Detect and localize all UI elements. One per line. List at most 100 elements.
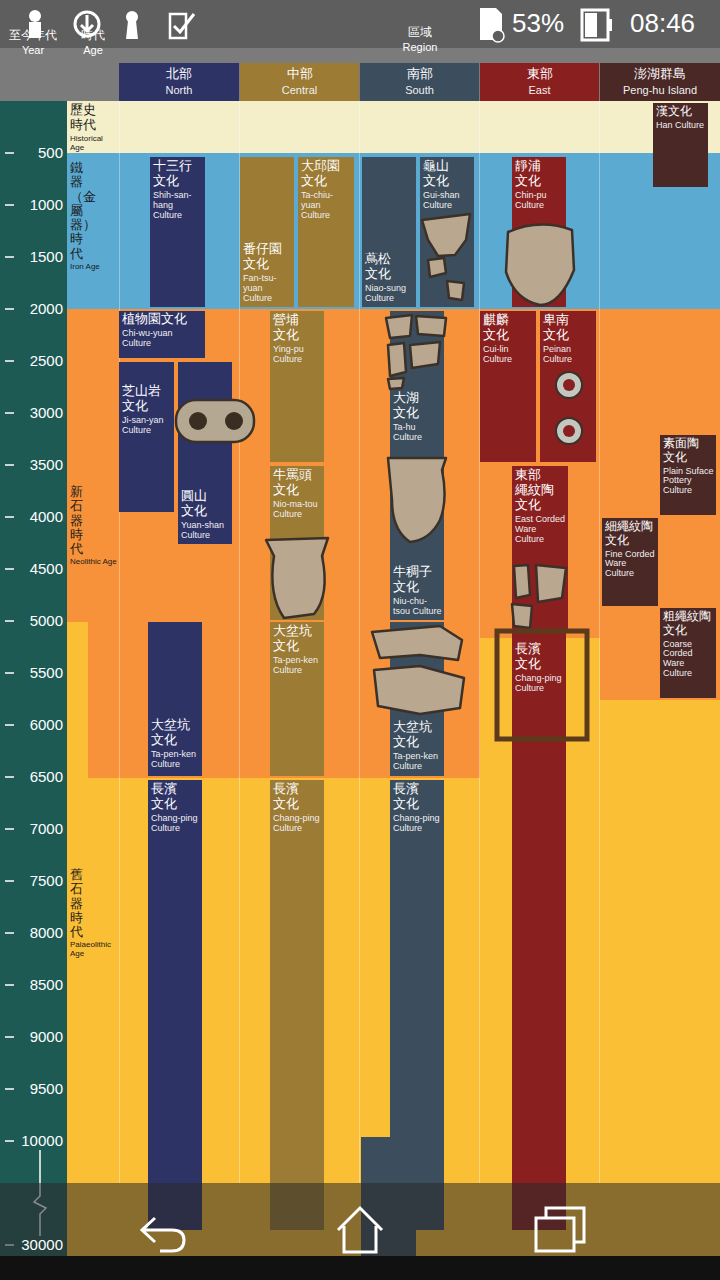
column-separator	[119, 101, 120, 1183]
culture-name-en: Plain Suface Pottery Culture	[663, 467, 714, 497]
culture-bar: 大邱園 文化Ta-chiu-yuan Culture	[298, 157, 354, 307]
historical-band	[67, 101, 720, 153]
status-icons	[582, 10, 608, 40]
culture-name-en: Iron Age	[70, 263, 100, 272]
jade-ornament	[225, 412, 243, 430]
culture-name-en: Peinan Culture	[543, 345, 594, 365]
culture-name-zh: 東部	[527, 67, 553, 82]
navigation-bar-base	[0, 1256, 720, 1280]
culture-name-zh: 南部	[407, 67, 433, 82]
culture-name-zh: 歷史 時代	[70, 103, 98, 133]
culture-name-en: Ta-pen-ken Culture	[273, 656, 322, 676]
culture-bar: 粗繩紋陶 文化Coarse Corded Ware Culture	[660, 608, 716, 698]
pottery-fragment	[536, 565, 566, 602]
status-icons	[492, 30, 504, 42]
culture-bar: 十三行 文化Shih-san-hang Culture	[150, 157, 205, 307]
culture-bar: 麒麟 文化Cui-lin Culture	[480, 311, 536, 462]
culture-bar: 龜山 文化Gui-shan Culture	[420, 157, 474, 307]
pottery-fragment	[388, 458, 446, 542]
neolithic-band	[600, 309, 720, 700]
culture-name-zh: 圓山 文化	[181, 489, 230, 519]
culture-name-zh: 十三行 文化	[153, 159, 203, 189]
culture-bar: 漢文化Han Culture	[653, 103, 708, 187]
jade-ornament	[176, 400, 254, 442]
culture-name-zh: 新石器時代	[70, 485, 83, 556]
culture-name-en: Central	[282, 84, 317, 96]
region-header: 澎湖群島 Peng-hu Island	[600, 63, 720, 101]
pottery-fragment	[410, 342, 440, 368]
culture-name-en: Niao-sung Culture	[365, 284, 414, 304]
culture-name-zh: 澎湖群島	[634, 67, 686, 82]
neolithic-band	[67, 309, 88, 622]
header-label: Age	[83, 44, 103, 56]
culture-name-en: Palaeolithic Age	[70, 941, 117, 959]
status-icons	[126, 11, 138, 23]
status-icons	[585, 13, 597, 37]
culture-name-zh: 大湖 文化	[393, 391, 442, 421]
year-axis	[0, 101, 67, 1256]
region-header: 南部 South	[360, 63, 479, 101]
culture-name-zh: 北部	[166, 67, 192, 82]
axis-tick-label: 30000	[21, 1236, 63, 1253]
culture-name-zh: 卑南 文化	[543, 313, 594, 343]
culture-name-en: Niu-chu-tsou Culture	[393, 597, 442, 617]
culture-name-zh: 粗繩紋陶 文化	[663, 610, 714, 638]
culture-name-zh: 細繩紋陶 文化	[605, 520, 656, 548]
neolithic-band	[67, 309, 720, 778]
culture-bar: 芝山岩 文化Ji-san-yan Culture	[119, 362, 174, 512]
culture-name-en: Cui-lin Culture	[483, 345, 534, 365]
navigation-icons	[546, 1208, 584, 1242]
axis-tick-label: 1500	[30, 248, 63, 265]
column-separator	[479, 101, 480, 1183]
culture-name-en: East Corded Ware Culture	[515, 515, 566, 545]
navigation-icons	[338, 1208, 382, 1252]
culture-name-en: Chang-ping Culture	[151, 814, 200, 834]
culture-name-en: Yuan-shan Culture	[181, 521, 230, 541]
culture-name-en: South	[405, 84, 434, 96]
culture-name-en: Ying-pu Culture	[273, 345, 322, 365]
pottery-fragment	[447, 281, 464, 300]
culture-name-en: Neolithic Age	[70, 558, 117, 567]
axis-tick-label: 5500	[30, 664, 63, 681]
culture-bar: 大湖 文化Ta-hu Culture	[390, 311, 444, 462]
axis-tick-label: 2000	[30, 300, 63, 317]
pottery-fragment	[416, 316, 446, 336]
axis-tick-label: 3000	[30, 404, 63, 421]
axis-tick-label: 5000	[30, 612, 63, 629]
culture-name-en: Historical Age	[70, 135, 117, 153]
pottery-fragment	[428, 258, 446, 277]
jade-ornament	[189, 412, 207, 430]
culture-bar: 牛稠子 文化Niu-chu-tsou Culture	[390, 466, 444, 620]
status-icons	[29, 8, 612, 42]
culture-name-en: Coarse Corded Ware Culture	[663, 640, 714, 680]
culture-name-zh: 大邱園 文化	[301, 159, 352, 189]
culture-name-zh: 中部	[287, 67, 313, 82]
axis-tick-label: 3500	[30, 456, 63, 473]
axis-tick-label: 4000	[30, 508, 63, 525]
culture-name-en: Ta-pen-ken Culture	[151, 750, 200, 770]
highlight-frame	[497, 631, 587, 739]
header-label: Year	[22, 44, 44, 56]
pottery-fragment	[372, 626, 462, 660]
culture-name-zh: 大坌坑 文化	[151, 718, 200, 748]
navigation-icons	[536, 1218, 574, 1251]
age-band: 舊石器時代Palaeolithic Age	[67, 622, 119, 1183]
culture-name-en: Ta-hu Culture	[393, 423, 442, 443]
axis-tick-label: 4500	[30, 560, 63, 577]
axis-tick-label: 7000	[30, 820, 63, 837]
culture-bar: 大坌坑 文化Ta-pen-ken Culture	[390, 622, 444, 776]
culture-bar: 東部 繩紋陶 文化East Corded Ware Culture	[512, 466, 568, 632]
pottery-fragment	[388, 378, 404, 389]
axis-tick-label: 10000	[21, 1132, 63, 1149]
culture-name-en: Peng-hu Island	[623, 84, 697, 96]
culture-name-en: Nio-ma-tou Culture	[273, 500, 322, 520]
culture-bar: 長濱 文化Chang-ping Culture	[148, 780, 202, 1230]
culture-name-zh: 芝山岩 文化	[122, 384, 172, 414]
header-label: 時代	[81, 28, 105, 42]
neolithic-band	[88, 309, 480, 778]
culture-bar: 細繩紋陶 文化Fine Corded Ware Culture	[602, 518, 658, 606]
status-icons	[608, 19, 612, 31]
culture-name-en: Ta-chiu-yuan Culture	[301, 191, 352, 221]
